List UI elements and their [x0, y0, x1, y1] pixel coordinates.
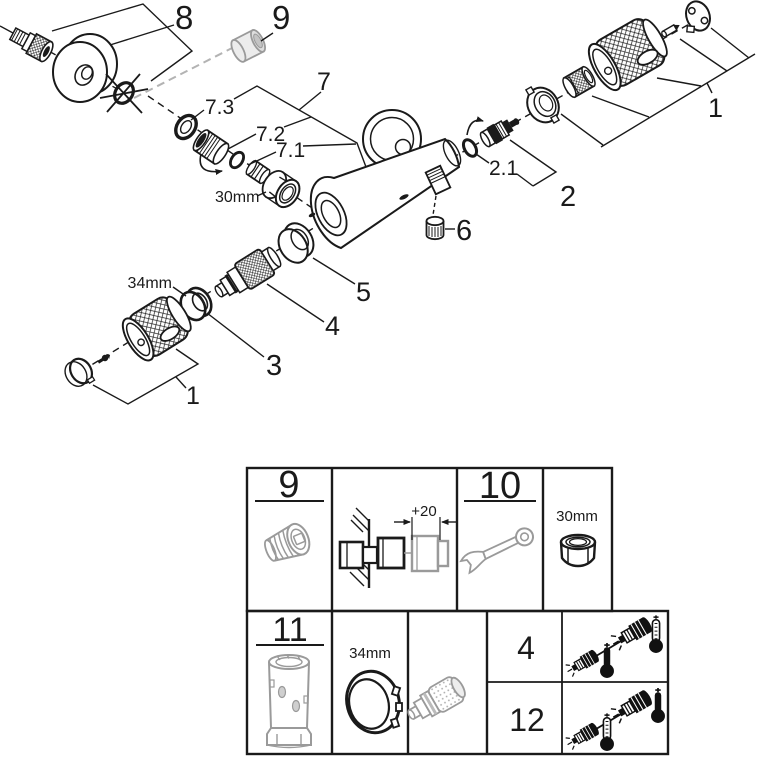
handle-pin — [661, 23, 680, 38]
o-ring-7 — [229, 150, 245, 170]
rotate-arrow-7 — [199, 153, 223, 175]
label-part8: 8 — [175, 0, 193, 36]
wall-union-screw — [8, 26, 54, 63]
thermostatic-cartridge — [214, 246, 282, 298]
part-3-assembly: 34mm 3 — [128, 275, 283, 382]
wall-extension-section-icon — [338, 507, 458, 588]
label-tool11: 11 — [272, 611, 307, 649]
stop-sleeve — [277, 222, 315, 264]
leader-5 — [312, 257, 356, 285]
cell-11: 11 — [256, 611, 324, 749]
cartridge-tool-icon — [266, 654, 312, 749]
cap-lens — [64, 357, 96, 387]
seal-ring-7 — [174, 113, 198, 141]
cell-cartridge — [407, 676, 466, 721]
escutcheon-disc — [52, 33, 118, 103]
leader-34mm — [172, 286, 187, 297]
axis-part9-gray — [133, 44, 239, 99]
label-extension: +20 — [411, 503, 436, 520]
key-cap — [685, 0, 711, 34]
hex-nut-icon — [559, 533, 597, 568]
stop-ring-34mm — [179, 286, 213, 322]
table-grid — [245, 466, 670, 756]
label-part3: 3 — [266, 350, 282, 382]
part-2-assembly: 2.1 2 — [461, 116, 576, 213]
o-ring-2 — [461, 138, 479, 158]
cell-4: 4 — [517, 614, 664, 679]
label-part4-row: 4 — [517, 630, 535, 666]
label-part12-row: 12 — [509, 702, 545, 738]
label-part1-right: 1 — [708, 93, 723, 123]
socket-extension-icon — [264, 522, 311, 562]
leader-8 — [51, 3, 194, 82]
cartridge-2-1 — [479, 118, 520, 148]
check-valve — [245, 159, 271, 185]
body-shell — [309, 137, 461, 250]
gray-cap — [230, 29, 266, 63]
body-slot — [399, 194, 409, 200]
part-4-assembly: 4 — [214, 246, 340, 341]
label-nut-size: 30mm — [215, 189, 259, 206]
notched-ring-icon — [345, 669, 403, 735]
label-part6: 6 — [456, 215, 472, 247]
leader-4 — [266, 283, 325, 323]
leader-3 — [206, 312, 265, 358]
wrench-icon — [459, 527, 535, 575]
threaded-insert — [192, 129, 230, 165]
hose-outlet — [424, 164, 452, 196]
outlet-adapter — [425, 215, 445, 241]
label-table-nut-size: 30mm — [556, 508, 598, 525]
leader-9 — [260, 32, 274, 42]
exploded-view: 8 9 — [0, 0, 756, 410]
faucet-body — [308, 109, 462, 250]
cell-extension: +20 — [338, 503, 458, 588]
label-tool9: 9 — [278, 464, 299, 506]
part-1-left-assembly: 1 — [64, 295, 200, 410]
cell-9: 9 — [255, 464, 324, 562]
label-ring-size: 34mm — [128, 275, 172, 292]
dome-escutcheon — [524, 85, 561, 125]
label-part7: 7 — [317, 68, 331, 96]
part-1-right-assembly: 1 — [524, 0, 756, 148]
label-part9: 9 — [272, 0, 290, 36]
discarded-seal-x — [99, 73, 149, 114]
edge-line — [0, 25, 14, 34]
cell-12: 12 — [509, 687, 666, 752]
leader-2 — [475, 139, 558, 187]
cartridge-orientation-icon-row12 — [563, 687, 666, 752]
cell-ring-34mm: 34mm — [345, 645, 403, 735]
axis-outlet — [432, 195, 437, 216]
cell-nut-30mm: 30mm — [556, 508, 598, 568]
spare-parts-table: 9 +20 — [245, 464, 670, 756]
label-part7-2: 7.2 — [256, 123, 285, 146]
leader-1-left — [92, 348, 200, 405]
cartridge-orientation-icon-row4 — [563, 614, 664, 679]
handle-screw — [97, 353, 111, 364]
part-5-assembly: 5 — [277, 222, 371, 307]
thermostatic-cartridge-icon — [407, 676, 466, 721]
label-part5: 5 — [356, 277, 371, 307]
label-part7-3: 7.3 — [205, 96, 234, 119]
part-6-assembly: 6 — [425, 215, 472, 247]
label-table-ring-size: 34mm — [349, 645, 391, 662]
label-part2: 2 — [560, 181, 576, 213]
label-part2-1: 2.1 — [489, 157, 518, 180]
part-9-assembly: 9 — [230, 0, 290, 63]
label-part1-left: 1 — [186, 382, 200, 410]
knurled-sleeve — [562, 65, 596, 99]
leader-7 — [190, 85, 370, 197]
union-nut-30mm — [261, 169, 301, 209]
part-8-assembly: 8 — [8, 0, 194, 114]
part-7-assembly: 7 7.3 7.2 7.1 30mm — [174, 68, 370, 209]
label-part7-1: 7.1 — [276, 139, 305, 162]
handle-grip-right — [587, 18, 668, 92]
rotate-arrow-2 — [466, 116, 484, 136]
cell-10: 10 — [459, 465, 536, 575]
label-part4: 4 — [325, 311, 340, 341]
leader-1-right — [560, 27, 756, 148]
handle-grip-left — [121, 295, 192, 362]
